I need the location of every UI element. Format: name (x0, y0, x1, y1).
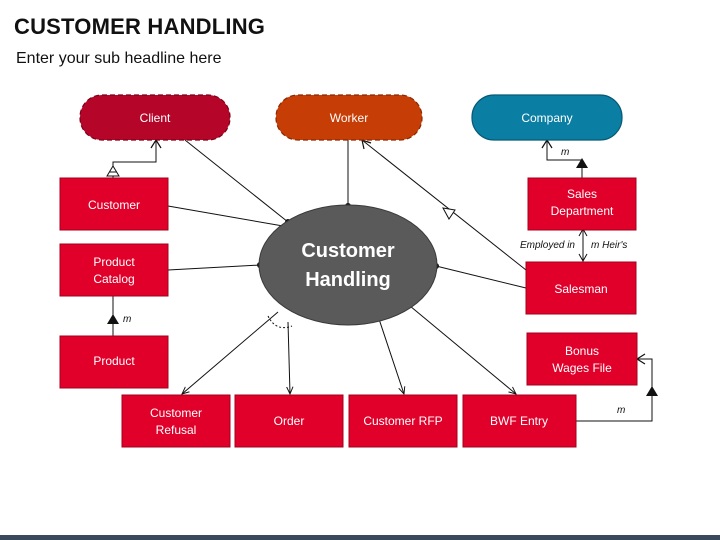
node-client: Client (79, 94, 231, 141)
node-order-label: Order (274, 414, 305, 428)
line-catalog-center (167, 264, 261, 271)
node-customer-rfp: Customer RFP (348, 394, 458, 448)
node-sales-department-line2: Department (551, 204, 614, 218)
note-bonus-m: m (617, 405, 625, 416)
node-worker-label: Worker (330, 111, 368, 125)
line-center-bwf (409, 305, 516, 394)
line-center-rfp (377, 315, 404, 394)
node-worker: Worker (275, 94, 423, 141)
line-customer-client (112, 140, 157, 178)
triangle-salesman-worker (442, 207, 456, 220)
line-customer-center (167, 205, 284, 227)
node-product: Product (59, 335, 169, 389)
line-client-center (184, 139, 289, 223)
node-customer-refusal-line2: Refusal (156, 423, 197, 437)
node-product-catalog-line1: Product (93, 255, 135, 269)
page-title: CUSTOMER HANDLING (14, 14, 266, 39)
triangle-customer (106, 165, 120, 177)
node-product-label: Product (93, 354, 135, 368)
line-center-order (288, 321, 290, 394)
line-salesman-worker (361, 139, 527, 271)
node-product-catalog: Product Catalog (59, 243, 169, 297)
node-order: Order (234, 394, 344, 448)
note-employed-in: Employed in (520, 240, 575, 251)
page-subtitle: Enter your sub headline here (16, 50, 222, 67)
line-salesman-center (435, 265, 527, 289)
line-sales-company (546, 140, 583, 178)
footer-bar (0, 535, 720, 540)
node-customer-label: Customer (88, 198, 140, 212)
node-sales-department: Sales Department (527, 177, 637, 231)
node-customer-refusal: Customer Refusal (121, 394, 231, 448)
note-company-m: m (561, 147, 569, 158)
triangle-bwf-bonus (646, 386, 658, 396)
connectors (112, 139, 653, 422)
triangle-product-catalog (107, 314, 119, 324)
node-sales-department-line1: Sales (567, 187, 597, 201)
center-line2: Handling (305, 269, 391, 291)
note-m-heirs: m Heir's (591, 240, 627, 251)
node-product-catalog-line2: Catalog (93, 272, 134, 286)
center-line1: Customer (301, 240, 395, 262)
center-node: Customer Handling (258, 204, 438, 326)
node-bwf-entry: BWF Entry (462, 394, 577, 448)
node-customer-refusal-line1: Customer (150, 406, 202, 420)
node-salesman: Salesman (525, 261, 637, 315)
node-bonus-wages-file-line2: Wages File (552, 361, 612, 375)
line-center-refusal (182, 311, 279, 394)
note-catalog-m: m (123, 314, 131, 325)
node-company: Company (471, 94, 623, 141)
node-customer: Customer (59, 177, 169, 231)
node-salesman-label: Salesman (554, 282, 607, 296)
node-bwf-entry-label: BWF Entry (490, 414, 548, 428)
node-company-label: Company (521, 111, 572, 125)
arrow-sales-down (578, 253, 588, 263)
node-bonus-wages-file-line1: Bonus (565, 344, 599, 358)
node-client-label: Client (140, 111, 171, 125)
node-bonus-wages-file: Bonus Wages File (526, 332, 638, 386)
node-customer-rfp-label: Customer RFP (363, 414, 442, 428)
triangle-sales-company (576, 158, 588, 168)
